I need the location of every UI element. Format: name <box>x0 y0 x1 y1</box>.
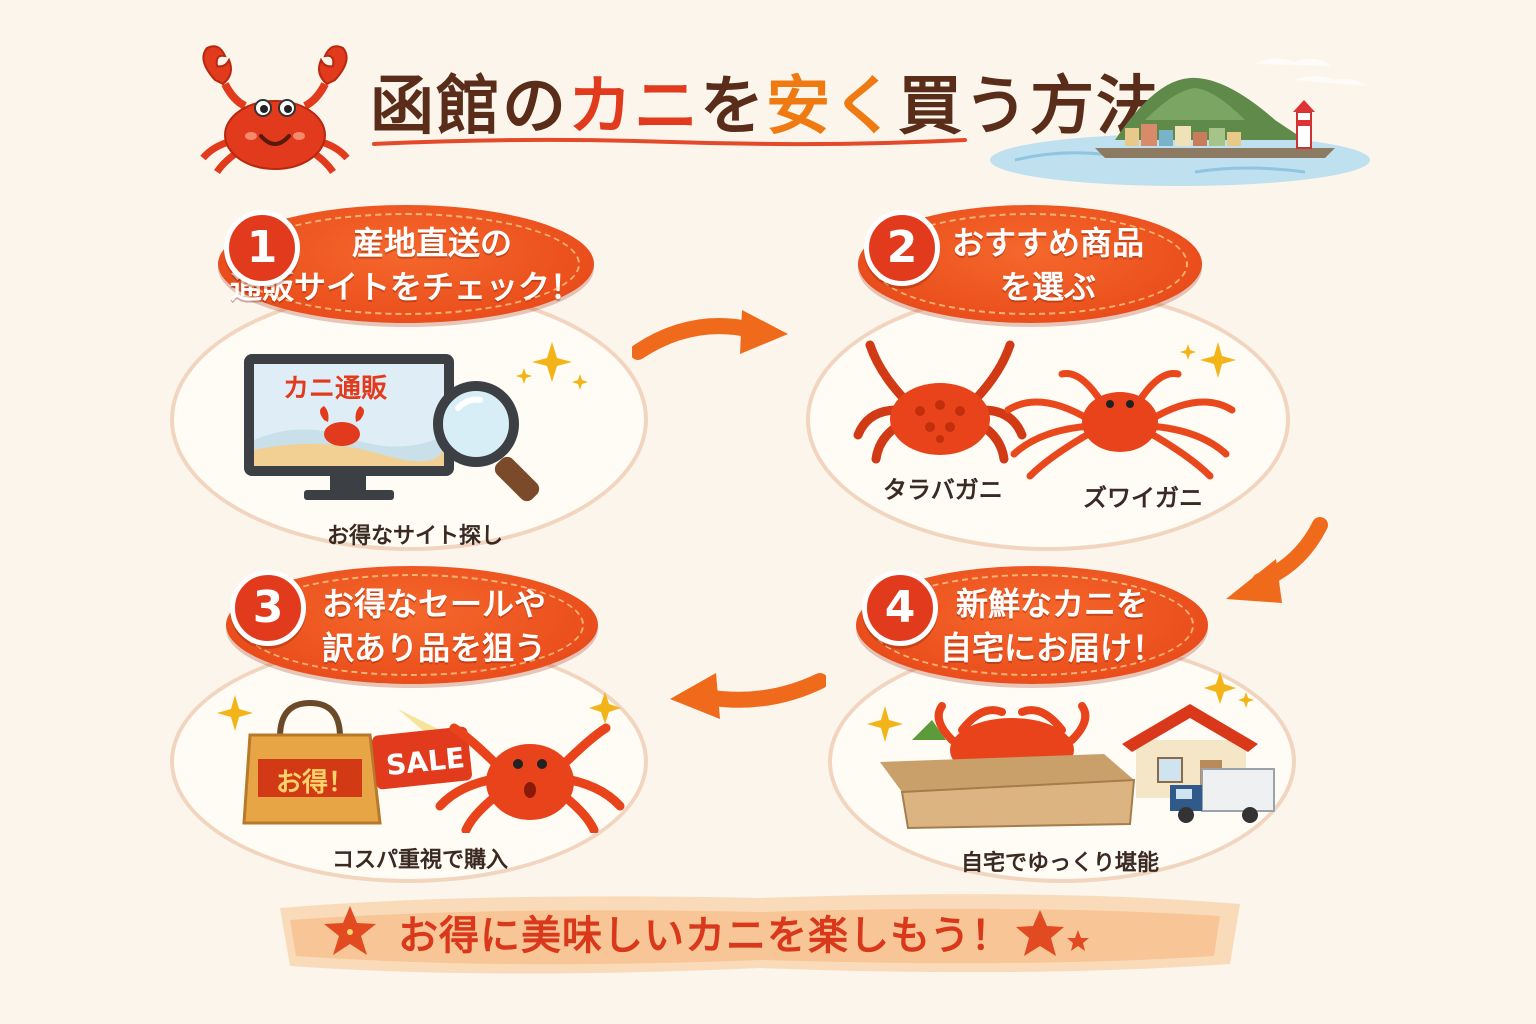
step-3-number-badge: 3 <box>230 570 306 646</box>
sparkle-icon <box>589 692 621 724</box>
step-4-number-badge: 4 <box>862 570 938 646</box>
mascot-crab-icon <box>200 45 350 175</box>
computer-monitor-icon <box>244 354 454 500</box>
arrow-left-icon <box>670 673 826 719</box>
title-part-3: を <box>700 70 766 144</box>
arrow-down-icon <box>1226 517 1328 603</box>
snow-crab-icon <box>1004 370 1236 480</box>
step-4-caption: 自宅でゆっくり堪能 <box>960 851 1159 876</box>
footer-message: お得に美味しいカニを楽しもう！ <box>398 913 1012 959</box>
sale-tag-icon <box>372 709 472 790</box>
sparkle-icon <box>217 695 253 731</box>
step-3-line-2: 訳あり品を狙う <box>321 629 546 667</box>
title-part-4: 安く <box>766 70 898 144</box>
step-3-line-1: お得なセールや <box>321 585 546 623</box>
step-3-text: お得なセールや 訳あり品を狙う <box>270 582 598 670</box>
hakodate-scenery-illustration <box>990 58 1370 186</box>
sparkle-icon <box>516 342 588 390</box>
step-1-screen-text: カニ通販 <box>283 374 388 404</box>
bag-label: お得！ <box>276 768 355 798</box>
crab-icon <box>435 723 625 833</box>
step-2-line-2: を選ぶ <box>999 268 1096 306</box>
step-4-line-1: 新鮮なカニを <box>955 585 1148 623</box>
page-title: 函館のカニを安く買う方法 <box>370 55 1162 147</box>
step-2-panel <box>806 288 1290 551</box>
crab-box-icon <box>880 702 1136 830</box>
footer-banner <box>280 894 1240 974</box>
king-crab-icon <box>853 340 1027 464</box>
sparkle-icon <box>1180 342 1236 378</box>
step-2-text: おすすめ商品 を選ぶ <box>898 221 1198 309</box>
starfish-icon <box>324 906 376 955</box>
snow-crab-label: ズワイガニ <box>1083 484 1203 512</box>
arrow-right-icon <box>632 310 788 360</box>
step-1-caption: お得なサイト探し <box>326 524 503 549</box>
step-1-number-badge: 1 <box>224 210 300 286</box>
title-part-1: 函館の <box>370 70 568 144</box>
step-2-line-1: おすすめ商品 <box>951 224 1144 262</box>
king-crab-label: タラバガニ <box>883 476 1003 504</box>
step-2-number-badge: 2 <box>864 210 940 286</box>
step-4-line-2: 自宅にお届け！ <box>939 629 1164 667</box>
delivery-truck-icon <box>1170 768 1275 823</box>
title-part-2: カニ <box>568 70 700 144</box>
step-3-caption: コスパ重視で購入 <box>331 848 508 873</box>
step-4-text: 新鮮なカニを 自宅にお届け！ <box>900 582 1204 670</box>
shopping-bag-icon <box>242 699 382 825</box>
starfish-icon <box>1016 910 1089 956</box>
sparkle-icon <box>867 706 903 742</box>
title-underline <box>372 137 967 147</box>
magnifier-icon <box>433 381 540 502</box>
sparkle-icon <box>1204 672 1254 708</box>
title-part-5: 買う方法 <box>898 70 1162 144</box>
